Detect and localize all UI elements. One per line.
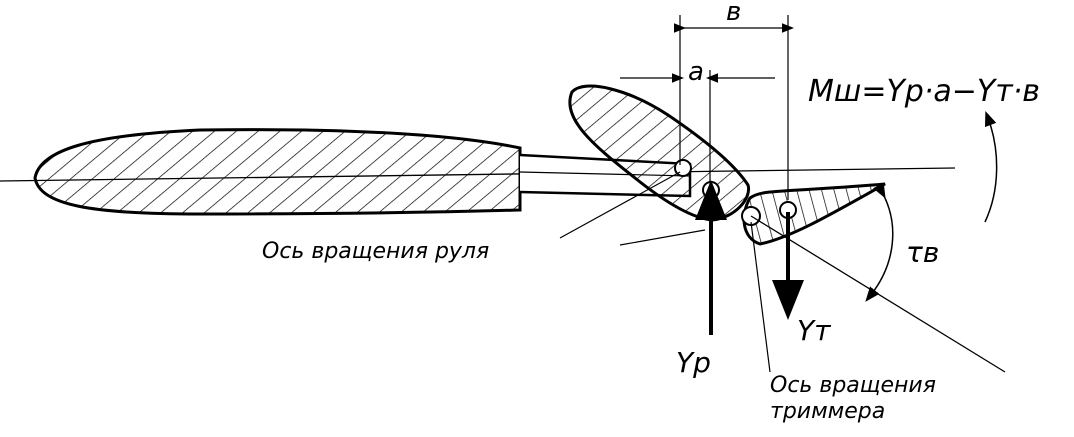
trim-axis-label-line1: Ось вращения <box>770 373 936 398</box>
rudder-cp-point <box>702 181 720 199</box>
force-trim-label: Yт <box>797 314 831 347</box>
rudder-axis-label: Ось вращения руля <box>262 239 489 264</box>
trim-tab-profile <box>742 182 886 246</box>
trim-axis-label-line2: триммера <box>770 399 885 424</box>
angle-label: τв <box>906 236 939 269</box>
moment-arc <box>984 110 998 223</box>
stabilizer-profile <box>33 128 522 216</box>
rudder-axis-leader2 <box>619 229 706 246</box>
force-rudder-label: Yр <box>676 346 711 379</box>
rudder-axis-leader <box>559 171 681 239</box>
trim-axis-leader <box>750 221 771 373</box>
dim-b-label: в <box>726 0 741 27</box>
rudder-profile <box>568 84 751 222</box>
angle-arc <box>865 182 894 302</box>
dim-a-label: a <box>688 57 704 87</box>
moment-equation: Мш=Yр·a−Yт·в <box>808 74 1040 109</box>
